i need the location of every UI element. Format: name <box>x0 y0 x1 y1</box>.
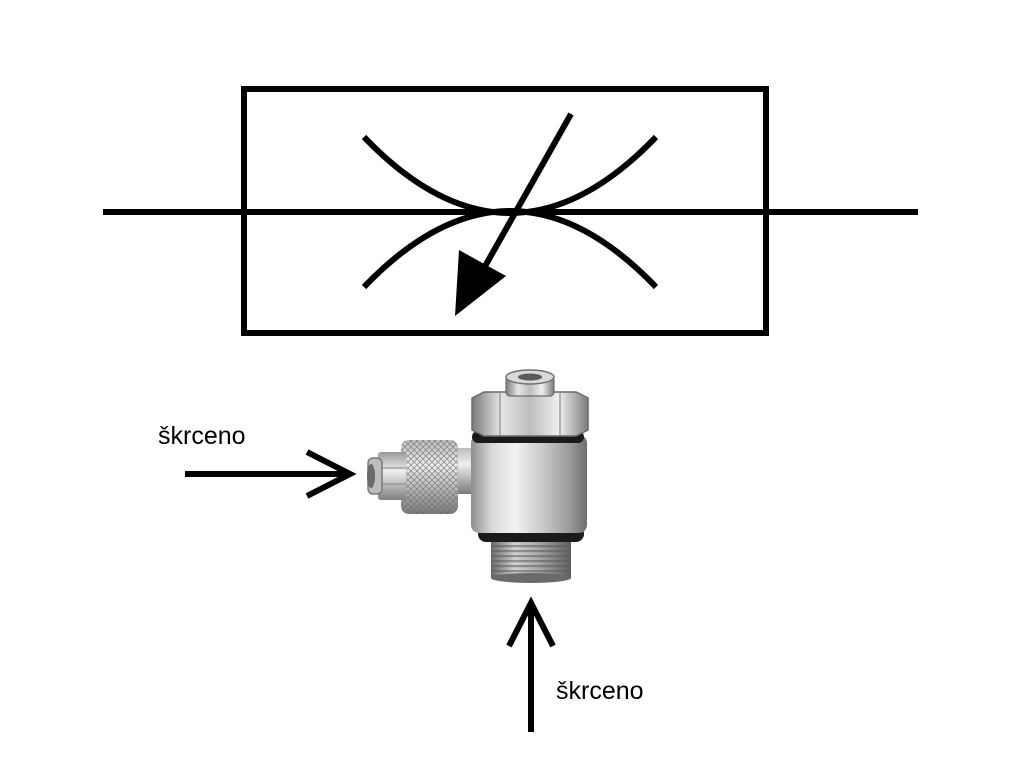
hex-head <box>471 391 589 437</box>
upper-restriction-arc <box>361 134 659 216</box>
adjustment-arrow-head <box>455 250 506 316</box>
left-flow-arrow <box>185 449 357 499</box>
throttle-valve-symbol <box>103 86 918 336</box>
bottom-arrow-label: škrceno <box>556 677 644 705</box>
valve-body <box>471 435 587 533</box>
lower-restriction-arc <box>361 208 659 290</box>
adjustment-arrow-shaft <box>481 112 574 270</box>
valve-fitting-image <box>367 369 589 583</box>
left-arrow-label: škrceno <box>158 422 246 450</box>
bottom-flow-arrow <box>506 596 556 732</box>
